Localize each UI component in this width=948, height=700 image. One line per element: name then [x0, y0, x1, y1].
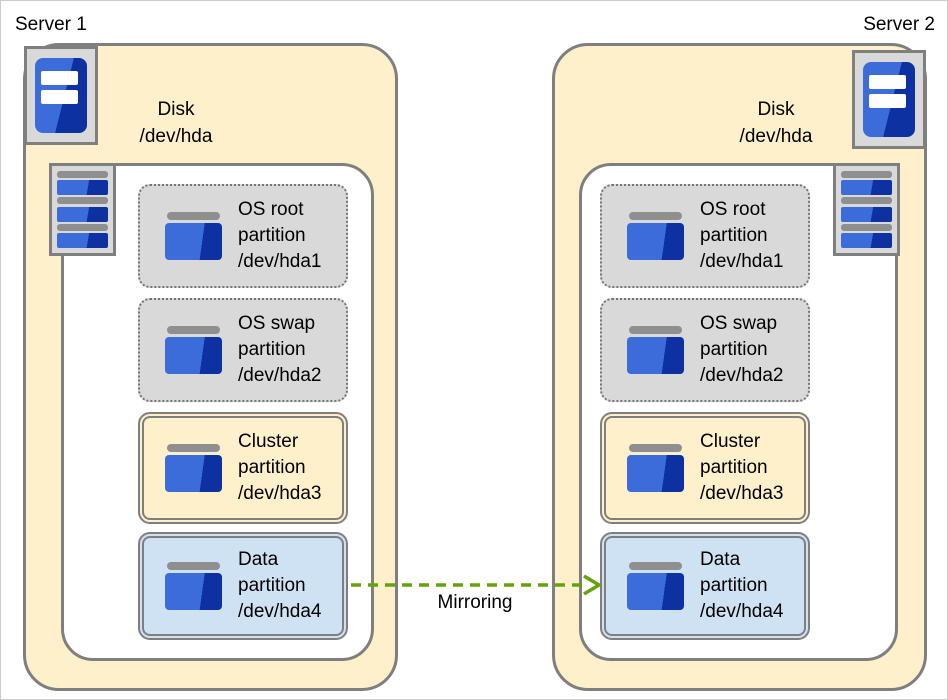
partition-icon: [627, 326, 684, 374]
partition-os-swap: OS swap partition /dev/hda2: [138, 298, 348, 402]
server-2-disk-box: Disk /dev/hda OS root part: [552, 43, 927, 691]
mirroring-arrow: [351, 574, 603, 596]
partition-label: OS root partition /dev/hda1: [238, 199, 322, 272]
partition-icon: [165, 444, 222, 492]
server-tower-icon: [852, 50, 926, 149]
server-1-label: Server 1: [15, 14, 87, 35]
partition-os-root: OS root partition /dev/hda1: [138, 184, 348, 288]
server-tower-icon: [24, 46, 98, 145]
partition-label: Data partition /dev/hda4: [238, 549, 322, 622]
partition-label: Data partition /dev/hda4: [700, 549, 784, 622]
mirroring-label: Mirroring: [437, 592, 513, 613]
partition-icon: [165, 212, 222, 260]
partition-label: OS swap partition /dev/hda2: [238, 313, 322, 386]
partition-os-swap: OS swap partition /dev/hda2: [600, 298, 810, 402]
partition-icon: [627, 444, 684, 492]
disk-stack-icon: [833, 163, 900, 256]
server-2-label: Server 2: [863, 14, 935, 35]
partition-icon: [165, 326, 222, 374]
disk-stack-icon: [49, 163, 116, 256]
partition-icon: [627, 562, 684, 610]
partition-label: Cluster partition /dev/hda3: [700, 431, 784, 504]
partition-icon: [627, 212, 684, 260]
partition-label: OS root partition /dev/hda1: [700, 199, 784, 272]
disk-device-label: Disk /dev/hda: [139, 99, 213, 147]
partition-cluster: Cluster partition /dev/hda3: [138, 412, 348, 524]
server-1-disk-box: Disk /dev/hda OS root part: [23, 43, 398, 691]
partition-icon: [165, 562, 222, 610]
partition-data: Data partition /dev/hda4: [138, 532, 348, 640]
partition-label: OS swap partition /dev/hda2: [700, 313, 784, 386]
partition-os-root: OS root partition /dev/hda1: [600, 184, 810, 288]
partition-label: Cluster partition /dev/hda3: [238, 431, 322, 504]
partition-cluster: Cluster partition /dev/hda3: [600, 412, 810, 524]
partition-data: Data partition /dev/hda4: [600, 532, 810, 640]
disk-device-label: Disk /dev/hda: [739, 99, 813, 147]
